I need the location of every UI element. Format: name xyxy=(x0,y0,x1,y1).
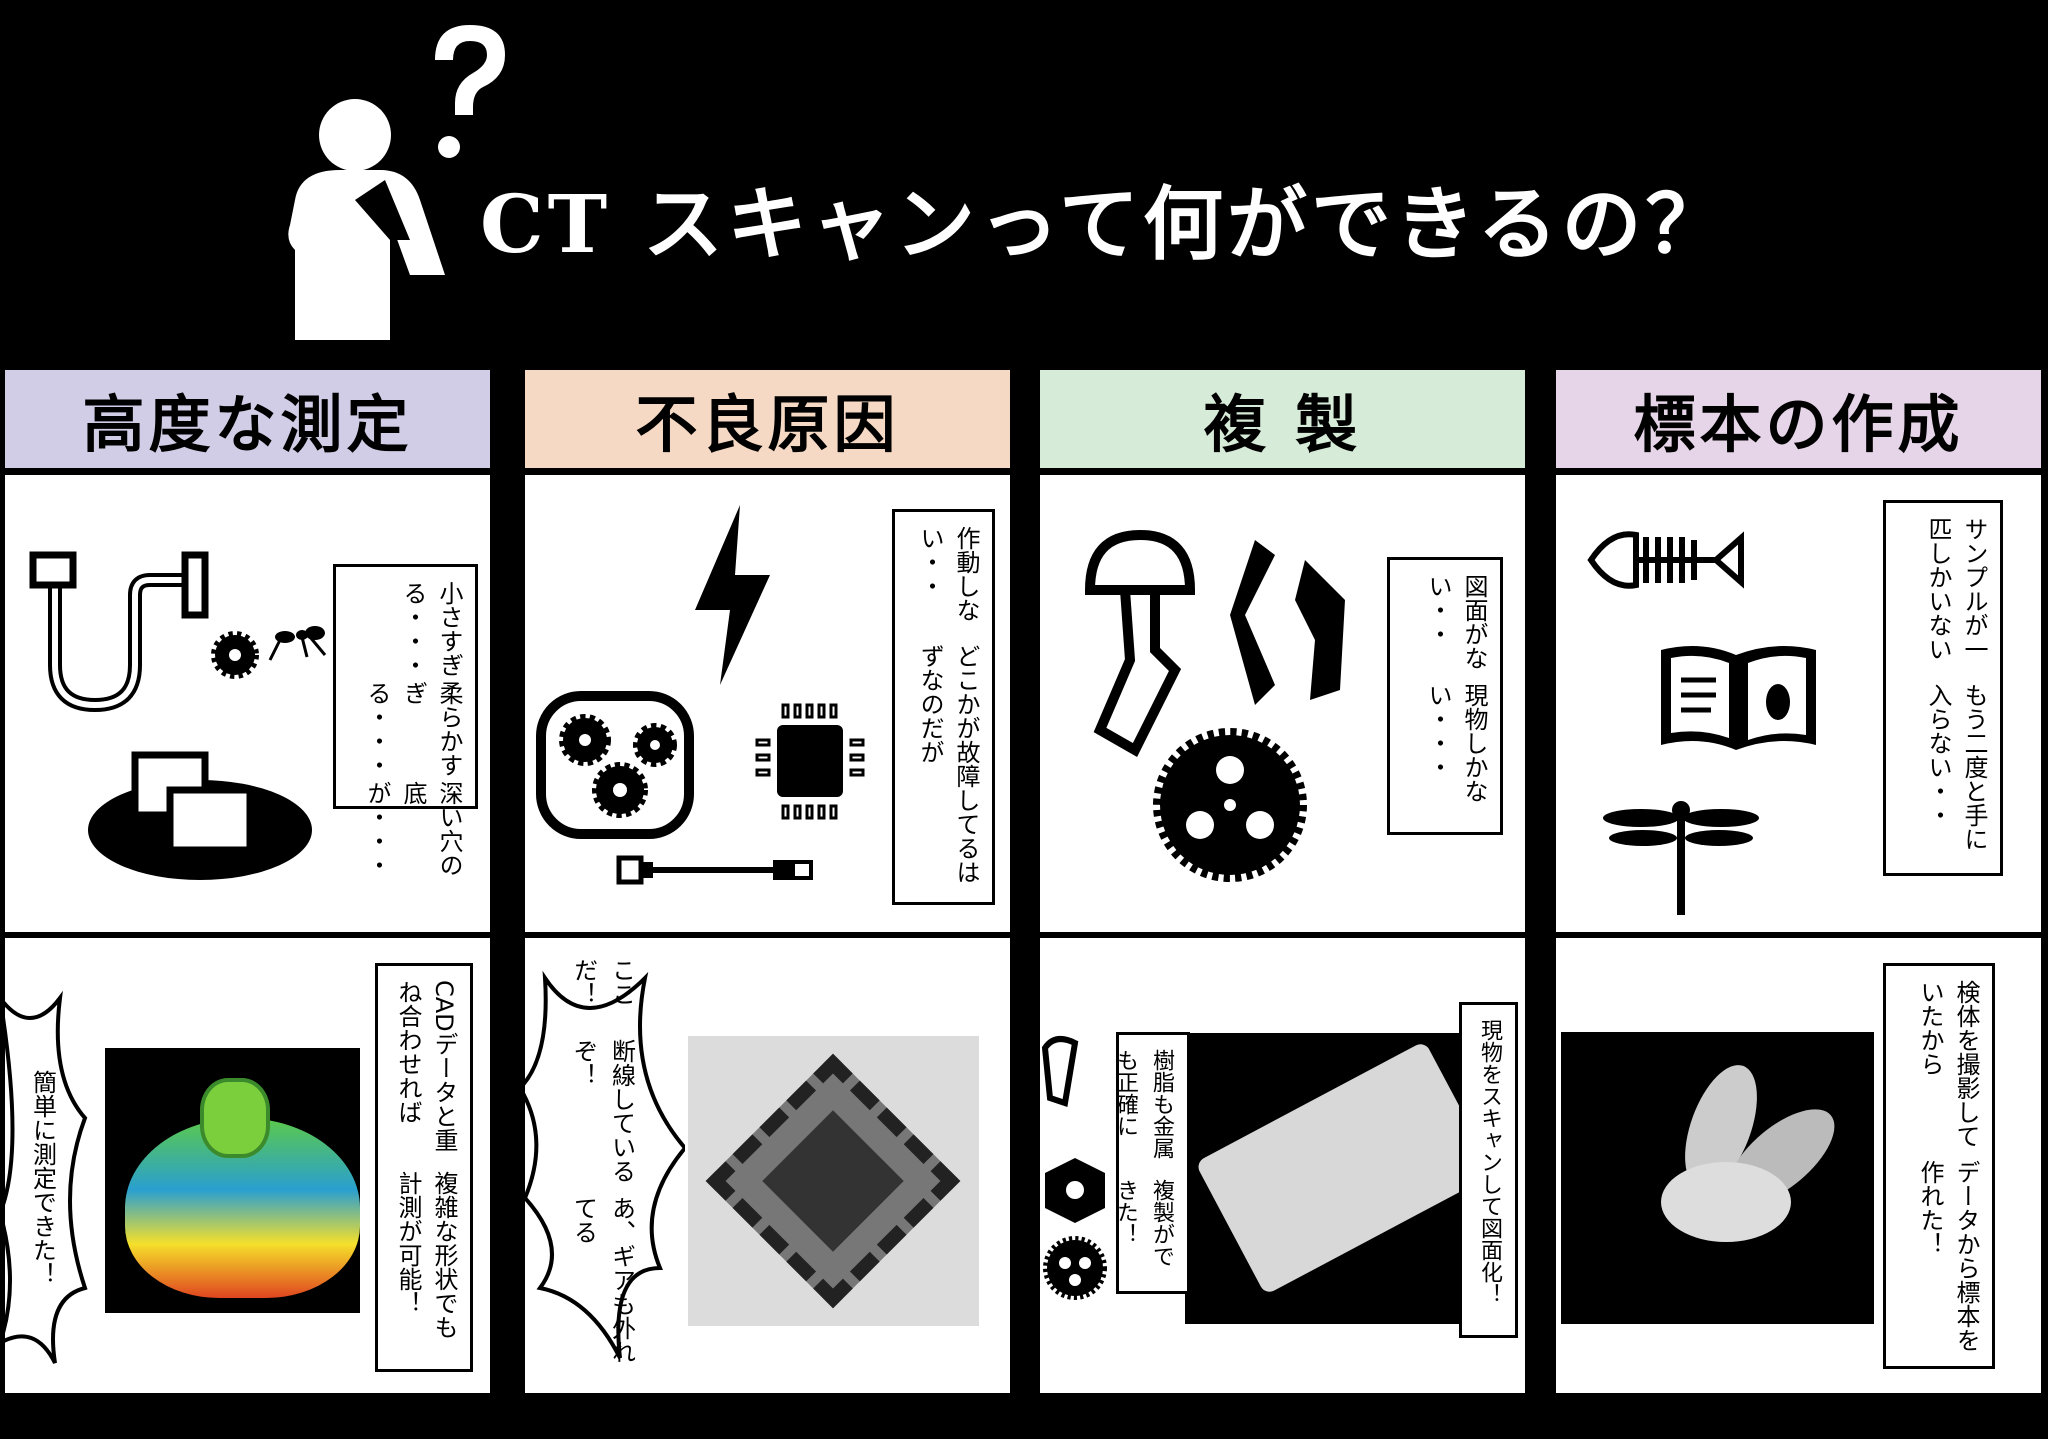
gear-icon xyxy=(1153,728,1307,882)
problem-caption: 作動しない・・ どこかが故障してるはずなのだが xyxy=(892,509,995,905)
solution-caption: 現物をスキャンして図面化！ xyxy=(1459,1002,1518,1338)
caption-line: 小さすぎる・・・ xyxy=(399,581,463,677)
speech-burst: ここだ！ 断線しているぞ！ あ、ギアも外れてる xyxy=(525,958,685,1368)
speech-burst: 簡単に測定できた！ xyxy=(5,988,90,1368)
dragonfly-icon xyxy=(1603,801,1759,915)
caption-line: 複雑な形状でも計測が可能！ xyxy=(394,1170,458,1339)
book-icon xyxy=(1661,646,1816,750)
problem-panel: 作動しない・・ どこかが故障してるはずなのだが xyxy=(525,475,1010,932)
problem-caption: サンプルが一匹しかいない もう二度と手に入らない・・ xyxy=(1883,500,2003,876)
lightning-icon xyxy=(695,505,770,685)
solution-panel: ここだ！ 断線しているぞ！ あ、ギアも外れてる xyxy=(525,938,1010,1393)
pipe-icon xyxy=(29,551,209,713)
broken-screw-icon xyxy=(1084,530,1196,757)
problem-panel: 小さすぎる・・・ 柔らかすぎる・・・ 深い穴の底が・・・ xyxy=(5,475,490,932)
ct-colormap-image xyxy=(105,1048,360,1313)
solution-panel: 検体を撮影していたから データから標本を作れた！ xyxy=(1556,938,2041,1393)
solution-caption: CADデータと重ね合わせれば 複雑な形状でも計測が可能！ xyxy=(375,963,473,1372)
caption-line: 柔らかすぎる・・・ xyxy=(363,681,463,777)
caption-line: 樹脂も金属も正確に xyxy=(1113,1049,1174,1159)
caption-line: 作動しない・・ xyxy=(916,526,980,622)
gear-ant-icon xyxy=(211,626,327,679)
solution-caption-2: 樹脂も金属も正確に 複製ができた！ xyxy=(1113,1032,1190,1294)
thinking-person-icon xyxy=(288,25,505,340)
fish-bone-icon xyxy=(1587,531,1744,589)
caption-line: もう二度と手に入らない・・ xyxy=(1924,683,1988,852)
header-replication: 複 製 xyxy=(1040,370,1525,468)
header-measurement: 高度な測定 xyxy=(5,370,490,468)
caption-line: サンプルが一匹しかいない xyxy=(1924,517,1988,661)
blocks-on-plate-icon xyxy=(88,751,312,880)
problem-caption: 小さすぎる・・・ 柔らかすぎる・・・ 深い穴の底が・・・ xyxy=(333,564,478,877)
caption-line: 現物しかない・・・ xyxy=(1424,683,1488,803)
ct-chip-xray-image xyxy=(688,1036,979,1326)
header-defect-cause: 不良原因 xyxy=(525,370,1010,468)
caption-line: CADデータと重ね合わせれば xyxy=(394,980,458,1152)
chip-icon xyxy=(755,703,865,820)
cable-icon xyxy=(616,855,813,885)
solution-panel: 簡単に測定できた！ CADデータと重ね合わせれば 複雑な形状でも計測が可能！ xyxy=(5,938,490,1393)
burst-line: あ、ギアも外れてる xyxy=(569,1195,636,1364)
burst-line: 断線しているぞ！ xyxy=(569,1038,636,1183)
broken-nut-icon xyxy=(1230,540,1345,705)
ct-fly-scan-image xyxy=(1561,1032,1874,1324)
problem-caption: 図面がない・・ 現物しかない・・・ xyxy=(1387,557,1503,835)
problem-panel: サンプルが一匹しかいない もう二度と手に入らない・・ xyxy=(1556,475,2041,932)
caption-line: どこかが故障してるはずなのだが xyxy=(916,643,980,884)
gearbox-icon xyxy=(536,691,694,839)
caption-line: 深い穴の底が・・・ xyxy=(363,781,463,877)
ct-part-scan-image xyxy=(1185,1033,1459,1324)
burst-line: ここだ！ xyxy=(569,958,636,1006)
caption-line: 検体を撮影していたから xyxy=(1916,980,1980,1148)
solution-panel: 樹脂も金属も正確に 複製ができた！ 現物をスキャンして図面化！ xyxy=(1040,938,1525,1393)
page-title: CT スキャンって何ができるの？ xyxy=(480,177,1730,271)
burst-line: 簡単に測定できた！ xyxy=(28,1070,57,1286)
caption-line: データから標本を作れた！ xyxy=(1916,1160,1980,1352)
solution-caption: 検体を撮影していたから データから標本を作れた！ xyxy=(1883,963,1995,1369)
caption-line: 図面がない・・ xyxy=(1424,574,1488,670)
caption-line: 複製ができた！ xyxy=(1113,1179,1174,1267)
caption-line: 現物をスキャンして図面化！ xyxy=(1477,1019,1502,1305)
problem-panel: 図面がない・・ 現物しかない・・・ xyxy=(1040,475,1525,932)
header-specimen: 標本の作成 xyxy=(1556,370,2041,468)
screw-nut-gear-icons xyxy=(1041,1036,1107,1300)
